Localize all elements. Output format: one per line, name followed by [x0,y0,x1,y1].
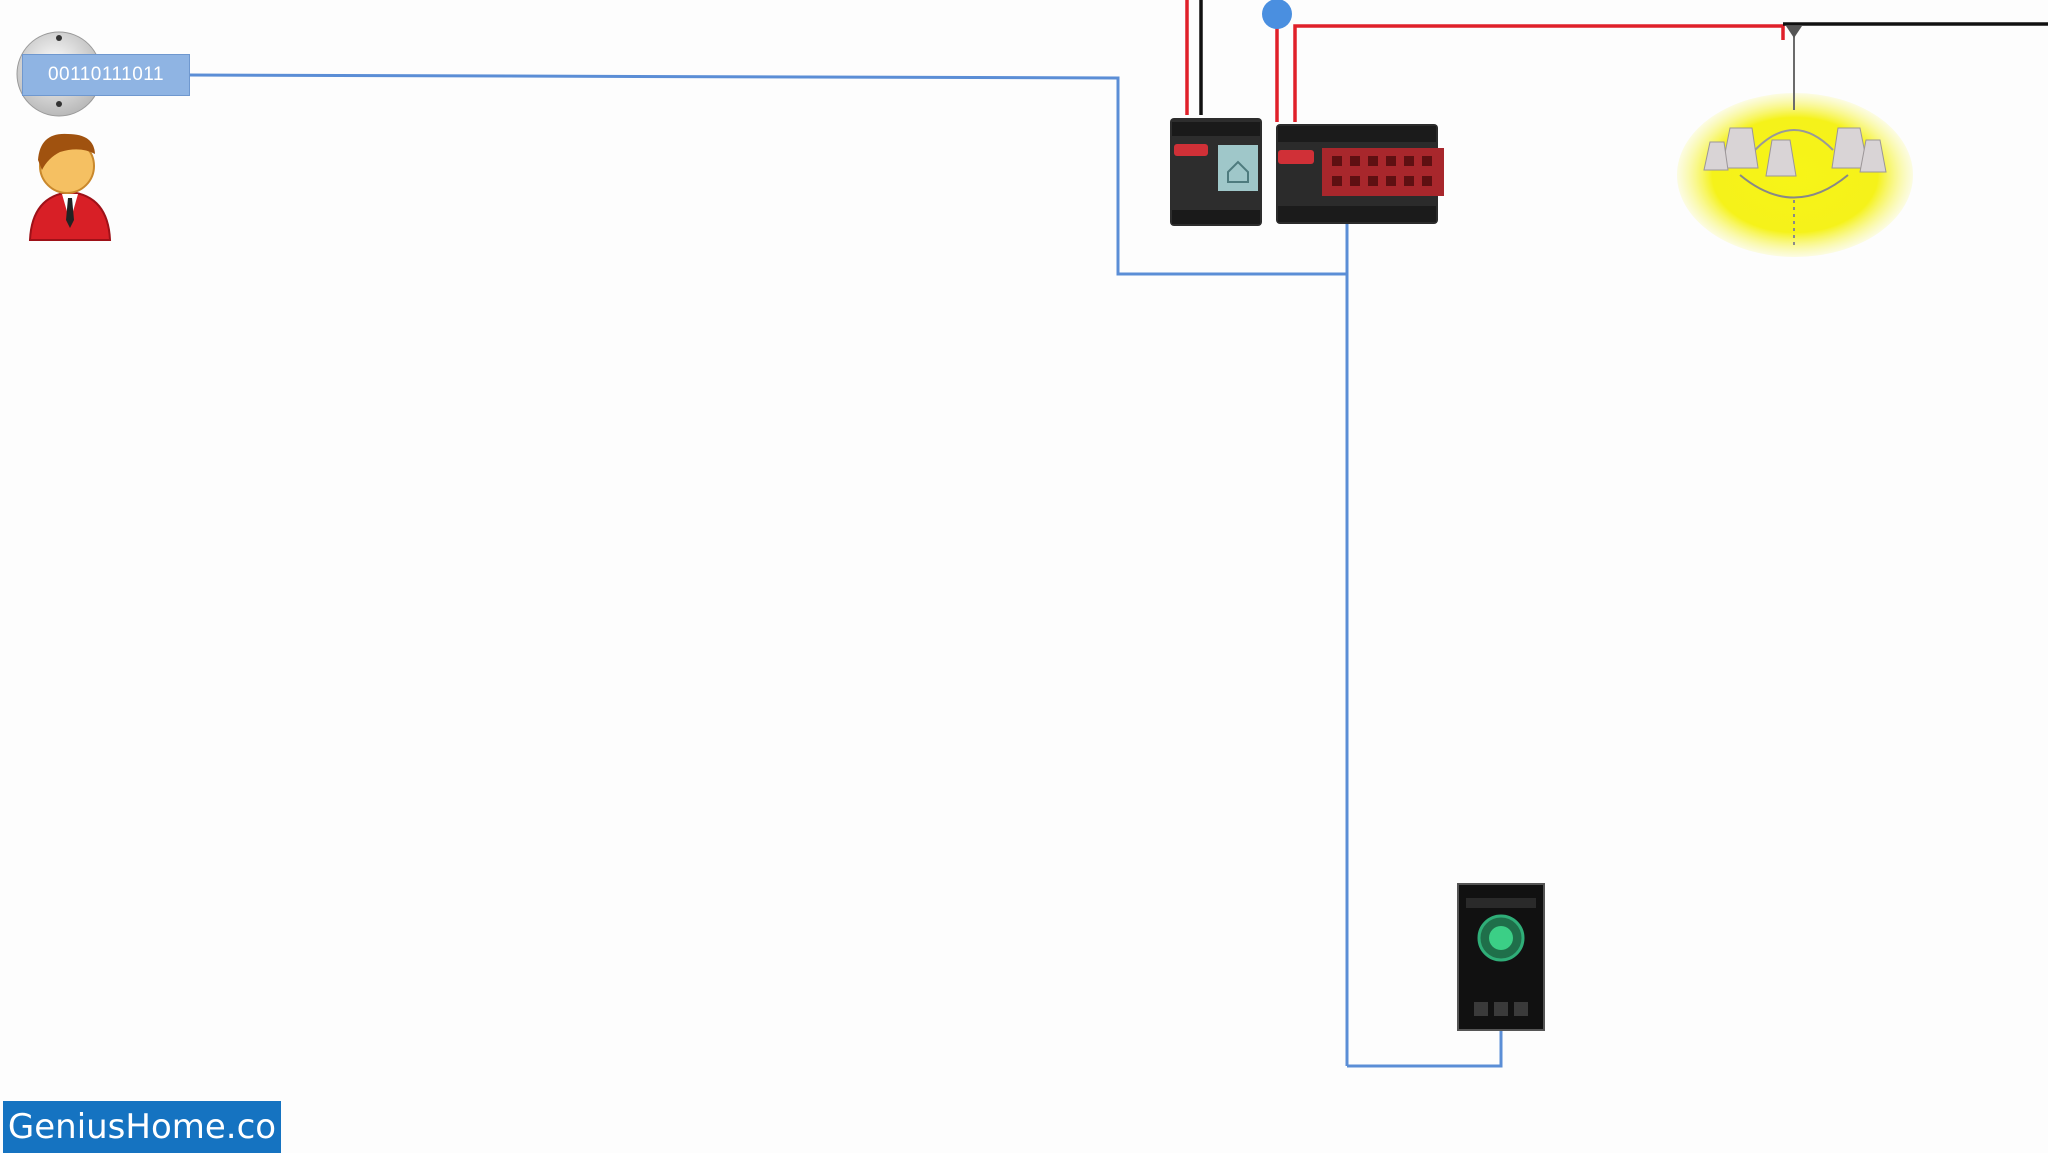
bus-wire-panel [1347,1030,1503,1068]
bus-wire-sensor [187,73,1347,276]
din-relay-module-icon [1276,124,1444,224]
din-power-supply-icon [1170,118,1262,226]
chandelier-icon [1677,26,1913,257]
person-icon [28,133,112,241]
live-wire-relay-lamp [1293,24,1785,122]
bus-wires [187,73,1503,1068]
power-wires [1185,0,2048,122]
brand-badge: GeniusHome.co [3,1101,281,1153]
touch-panel-icon [1457,883,1545,1031]
junction-node-icon [1262,0,1292,29]
signal-packet-label: 00110111011 [22,54,190,96]
